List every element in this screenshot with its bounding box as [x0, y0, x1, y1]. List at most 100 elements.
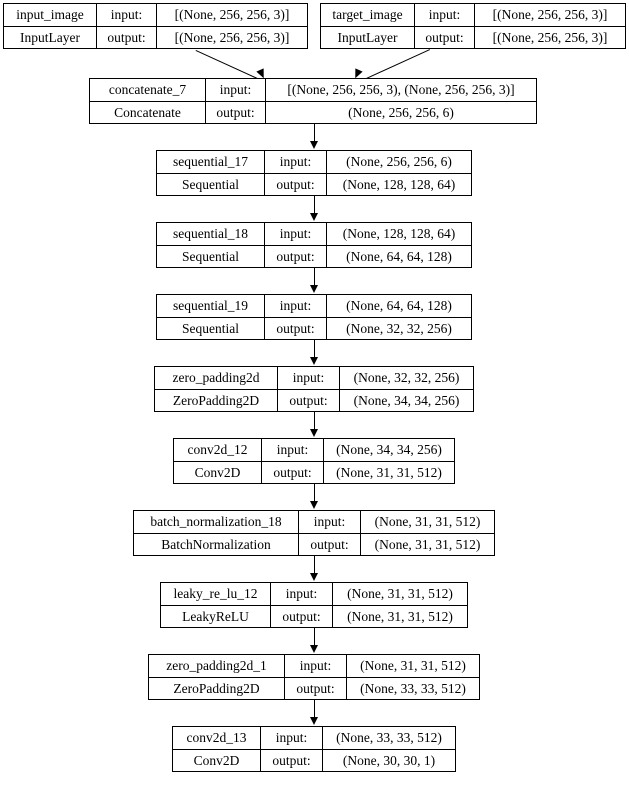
edge-concatenate_7-to-sequential_17	[314, 124, 315, 142]
output-shape: (None, 33, 33, 512)	[360, 680, 466, 696]
input-label: input:	[261, 727, 323, 749]
node-concatenate_7[interactable]: concatenate_7 input: [(None, 256, 256, 3…	[89, 78, 537, 124]
arrowhead-sequential_19-to-zero_padding2d	[310, 357, 318, 365]
node-class: InputLayer	[4, 26, 97, 48]
input-label: input:	[206, 79, 266, 101]
node-class: ZeroPadding2D	[155, 389, 278, 411]
node-conv2d_13[interactable]: conv2d_13 input: (None, 33, 33, 512) Con…	[172, 726, 456, 772]
input-label: input:	[265, 223, 327, 245]
node-title: sequential_19	[157, 295, 265, 317]
arrowhead-sequential_17-to-sequential_18	[310, 213, 318, 221]
node-row-input: zero_padding2d_1 input: (None, 31, 31, 5…	[149, 655, 479, 678]
edge-sequential_18-to-sequential_19	[314, 268, 315, 286]
edge-batch_normalization_18-to-leaky_re_lu_12	[314, 556, 315, 574]
edge-leaky_re_lu_12-to-zero_padding2d_1	[314, 628, 315, 646]
node-row-input: sequential_17 input: (None, 256, 256, 6)	[157, 151, 471, 174]
node-row-input: target_image input: [(None, 256, 256, 3)…	[321, 4, 625, 27]
node-row-input: sequential_18 input: (None, 128, 128, 64…	[157, 223, 471, 246]
input-shape: (None, 256, 256, 6)	[346, 154, 452, 169]
arrowhead-batch_normalization_18-to-leaky_re_lu_12	[310, 573, 318, 581]
input-shape: (None, 31, 31, 512)	[347, 586, 453, 601]
input-label: input:	[271, 583, 333, 605]
input-shape: (None, 64, 64, 128)	[346, 298, 452, 313]
node-row-output: Sequential output: (None, 64, 64, 128)	[157, 245, 471, 267]
node-zero_padding2d_1[interactable]: zero_padding2d_1 input: (None, 31, 31, 5…	[148, 654, 480, 700]
node-title: batch_normalization_18	[134, 511, 299, 533]
edge-zero_padding2d-to-conv2d_12	[314, 412, 315, 430]
output-shape: (None, 34, 34, 256)	[353, 392, 460, 408]
input-shape: (None, 31, 31, 512)	[360, 658, 466, 673]
node-leaky_re_lu_12[interactable]: leaky_re_lu_12 input: (None, 31, 31, 512…	[160, 582, 468, 628]
node-row-output: ZeroPadding2D output: (None, 33, 33, 512…	[149, 677, 479, 699]
node-title: conv2d_12	[174, 439, 262, 461]
output-shape: (None, 31, 31, 512)	[374, 536, 481, 552]
node-row-input: leaky_re_lu_12 input: (None, 31, 31, 512…	[161, 583, 467, 606]
node-title: target_image	[321, 4, 415, 26]
node-row-output: BatchNormalization output: (None, 31, 31…	[134, 533, 494, 555]
input-shape: (None, 34, 34, 256)	[336, 442, 442, 457]
input-shape: [(None, 256, 256, 3)]	[492, 7, 608, 22]
output-label: output:	[415, 26, 475, 48]
output-shape: (None, 31, 31, 512)	[336, 464, 442, 480]
node-class: Sequential	[157, 245, 265, 267]
node-class: Sequential	[157, 317, 265, 339]
output-label: output:	[261, 749, 323, 771]
node-title: sequential_18	[157, 223, 265, 245]
node-row-input: concatenate_7 input: [(None, 256, 256, 3…	[90, 79, 536, 102]
node-zero_padding2d[interactable]: zero_padding2d input: (None, 32, 32, 256…	[154, 366, 474, 412]
arrowhead-zero_padding2d_1-to-conv2d_13	[310, 717, 318, 725]
node-row-output: Conv2D output: (None, 31, 31, 512)	[174, 461, 454, 483]
output-label: output:	[265, 245, 327, 267]
input-shape: [(None, 256, 256, 3)]	[174, 7, 290, 22]
node-title: concatenate_7	[90, 79, 206, 101]
node-input_image[interactable]: input_image input: [(None, 256, 256, 3)]…	[3, 3, 308, 49]
node-target_image[interactable]: target_image input: [(None, 256, 256, 3)…	[320, 3, 626, 49]
output-shape: (None, 128, 128, 64)	[342, 176, 456, 192]
node-title: input_image	[4, 4, 97, 26]
input-shape: [(None, 256, 256, 3), (None, 256, 256, 3…	[287, 82, 515, 97]
node-title: zero_padding2d_1	[149, 655, 285, 677]
node-class: Sequential	[157, 173, 265, 195]
input-shape: (None, 128, 128, 64)	[342, 226, 456, 241]
node-row-input: conv2d_13 input: (None, 33, 33, 512)	[173, 727, 455, 750]
output-shape: (None, 32, 32, 256)	[346, 320, 452, 336]
output-shape: (None, 31, 31, 512)	[347, 608, 453, 624]
node-row-output: InputLayer output: [(None, 256, 256, 3)]	[4, 26, 307, 48]
edge-target_image-to-concatenate_7	[361, 49, 430, 82]
node-batch_normalization_18[interactable]: batch_normalization_18 input: (None, 31,…	[133, 510, 495, 556]
input-label: input:	[265, 151, 327, 173]
input-label: input:	[415, 4, 475, 26]
output-shape: (None, 64, 64, 128)	[346, 248, 452, 264]
node-row-output: InputLayer output: [(None, 256, 256, 3)]	[321, 26, 625, 48]
output-label: output:	[299, 533, 361, 555]
edge-sequential_17-to-sequential_18	[314, 196, 315, 214]
node-class: Conv2D	[174, 461, 262, 483]
node-class: LeakyReLU	[161, 605, 271, 627]
node-sequential_19[interactable]: sequential_19 input: (None, 64, 64, 128)…	[156, 294, 472, 340]
node-title: conv2d_13	[173, 727, 261, 749]
arrowhead-leaky_re_lu_12-to-zero_padding2d_1	[310, 645, 318, 653]
node-row-output: Sequential output: (None, 128, 128, 64)	[157, 173, 471, 195]
node-class: BatchNormalization	[134, 533, 299, 555]
edge-zero_padding2d_1-to-conv2d_13	[314, 700, 315, 718]
node-title: sequential_17	[157, 151, 265, 173]
output-label: output:	[285, 677, 347, 699]
node-sequential_18[interactable]: sequential_18 input: (None, 128, 128, 64…	[156, 222, 472, 268]
input-label: input:	[299, 511, 361, 533]
node-conv2d_12[interactable]: conv2d_12 input: (None, 34, 34, 256) Con…	[173, 438, 455, 484]
output-shape: [(None, 256, 256, 3)]	[174, 29, 290, 45]
output-label: output:	[265, 317, 327, 339]
output-label: output:	[97, 26, 157, 48]
input-shape: (None, 32, 32, 256)	[353, 370, 460, 385]
arrowhead-zero_padding2d-to-conv2d_12	[310, 429, 318, 437]
output-shape: (None, 256, 256, 6)	[348, 104, 454, 120]
node-row-input: zero_padding2d input: (None, 32, 32, 256…	[155, 367, 473, 390]
node-class: Concatenate	[90, 101, 206, 123]
output-label: output:	[206, 101, 266, 123]
node-row-output: Sequential output: (None, 32, 32, 256)	[157, 317, 471, 339]
input-label: input:	[262, 439, 324, 461]
edge-sequential_19-to-zero_padding2d	[314, 340, 315, 358]
output-shape: (None, 30, 30, 1)	[342, 752, 436, 768]
node-row-input: sequential_19 input: (None, 64, 64, 128)	[157, 295, 471, 318]
node-sequential_17[interactable]: sequential_17 input: (None, 256, 256, 6)…	[156, 150, 472, 196]
